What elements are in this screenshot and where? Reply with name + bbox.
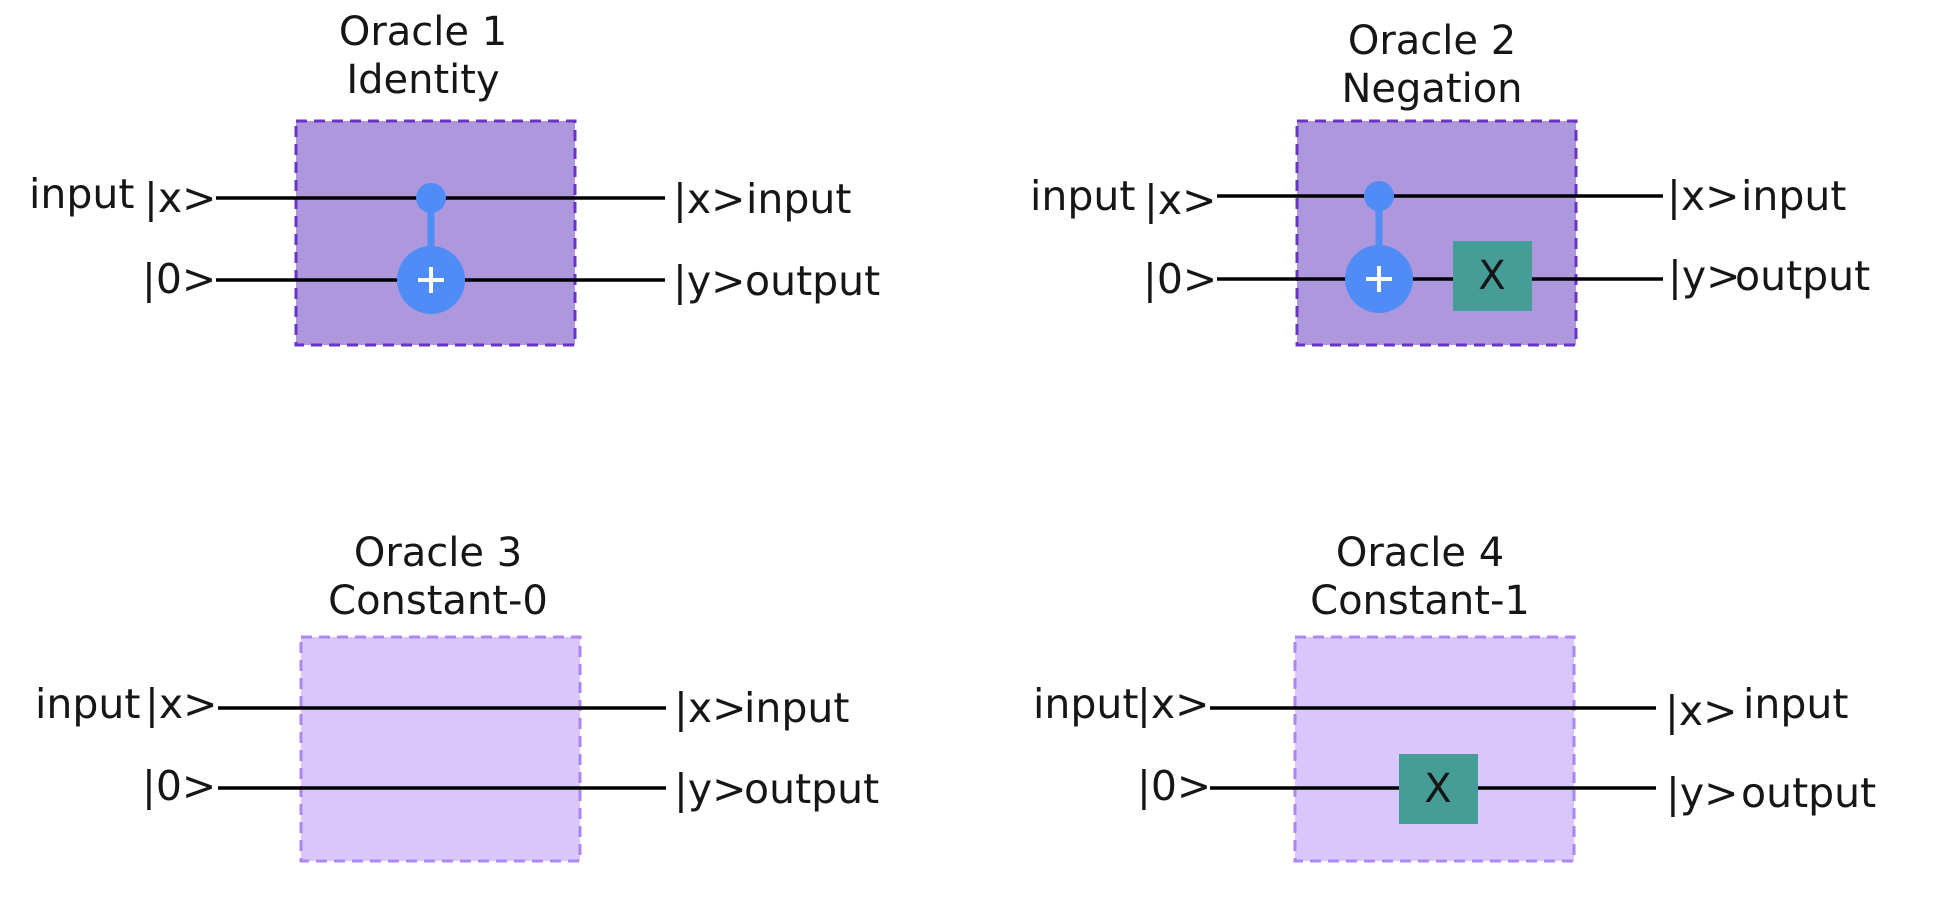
- oracle-2-out-top-ket: |x>: [1667, 172, 1739, 220]
- oracle-4-out-bottom-name: output: [1741, 769, 1876, 817]
- x-gate-label: X: [1478, 253, 1505, 299]
- oracle-2-in-top-name: input: [1030, 172, 1135, 220]
- oracle-3-out-bottom-name: output: [744, 765, 879, 813]
- oracle-2-subtitle: Negation: [1341, 66, 1522, 112]
- oracle-3-in-bottom-ket: |0>: [142, 762, 216, 810]
- oracle-2-box: [1295, 119, 1578, 347]
- oracle-4-in-bottom-ket: |0>: [1137, 762, 1211, 810]
- oracle-1-out-top-name: input: [746, 175, 851, 223]
- oracle-4-in-top-ket: |x>: [1137, 680, 1209, 728]
- oracle-1-out-top-ket: |x>: [673, 175, 745, 223]
- oracle-1: Oracle 1 Identity input |x> |0> |x> inpu…: [29, 9, 880, 347]
- oracle-2-out-bottom-name: output: [1735, 252, 1870, 300]
- x-gate-box: [1399, 754, 1478, 824]
- oracle-1-cnot-gate: [397, 183, 465, 314]
- oracle-4: Oracle 4 Constant-1 X input |x> |0> |x> …: [1033, 530, 1876, 863]
- cnot-control-dot: [1364, 181, 1394, 211]
- oracle-3-title: Oracle 3: [354, 530, 522, 576]
- oracle-4-out-top-name: input: [1743, 680, 1848, 728]
- oracle-3-out-top-ket: |x>: [674, 684, 746, 732]
- oracle-2: Oracle 2 Negation X input |x> |0> |x> in…: [1030, 18, 1870, 347]
- oracle-4-out-top-ket: |x>: [1665, 687, 1737, 735]
- oracle-3-out-top-name: input: [744, 684, 849, 732]
- oracle-1-in-top-ket: |x>: [144, 174, 216, 222]
- oracle-2-title: Oracle 2: [1348, 18, 1516, 64]
- oracle-1-subtitle: Identity: [346, 57, 499, 103]
- x-gate-label: X: [1424, 766, 1451, 812]
- oracle-4-box: [1293, 635, 1576, 863]
- x-gate-box: [1453, 241, 1532, 311]
- oracle-1-out-bottom-name: output: [745, 257, 880, 305]
- oracle-4-out-bottom-ket: |y>: [1666, 769, 1738, 817]
- oracle-3-in-top-name: input: [35, 680, 140, 728]
- oracle-3: Oracle 3 Constant-0 input |x> |0> |x> in…: [35, 530, 879, 863]
- oracle-1-title: Oracle 1: [339, 9, 507, 55]
- oracle-3-subtitle: Constant-0: [328, 578, 548, 624]
- oracle-4-in-top-name: input: [1033, 680, 1138, 728]
- oracle-2-in-top-ket: |x>: [1144, 176, 1216, 224]
- oracle-2-out-top-name: input: [1741, 172, 1846, 220]
- oracle-4-subtitle: Constant-1: [1310, 578, 1530, 624]
- oracle-2-in-bottom-ket: |0>: [1143, 255, 1217, 303]
- oracle-1-out-bottom-ket: |y>: [673, 257, 745, 305]
- oracle-1-in-bottom-ket: |0>: [142, 255, 216, 303]
- oracle-4-x-gate: X: [1399, 754, 1478, 824]
- cnot-control-dot: [416, 183, 446, 213]
- oracle-3-out-bottom-ket: |y>: [674, 765, 746, 813]
- oracle-2-x-gate: X: [1453, 241, 1532, 311]
- oracle-2-out-bottom-ket: |y>: [1668, 252, 1740, 300]
- oracle-2-cnot-gate: [1345, 181, 1413, 313]
- oracle-4-title: Oracle 4: [1336, 530, 1504, 576]
- oracle-3-box: [299, 635, 582, 863]
- oracle-1-in-top-name: input: [29, 170, 134, 218]
- oracle-3-in-top-ket: |x>: [145, 680, 217, 728]
